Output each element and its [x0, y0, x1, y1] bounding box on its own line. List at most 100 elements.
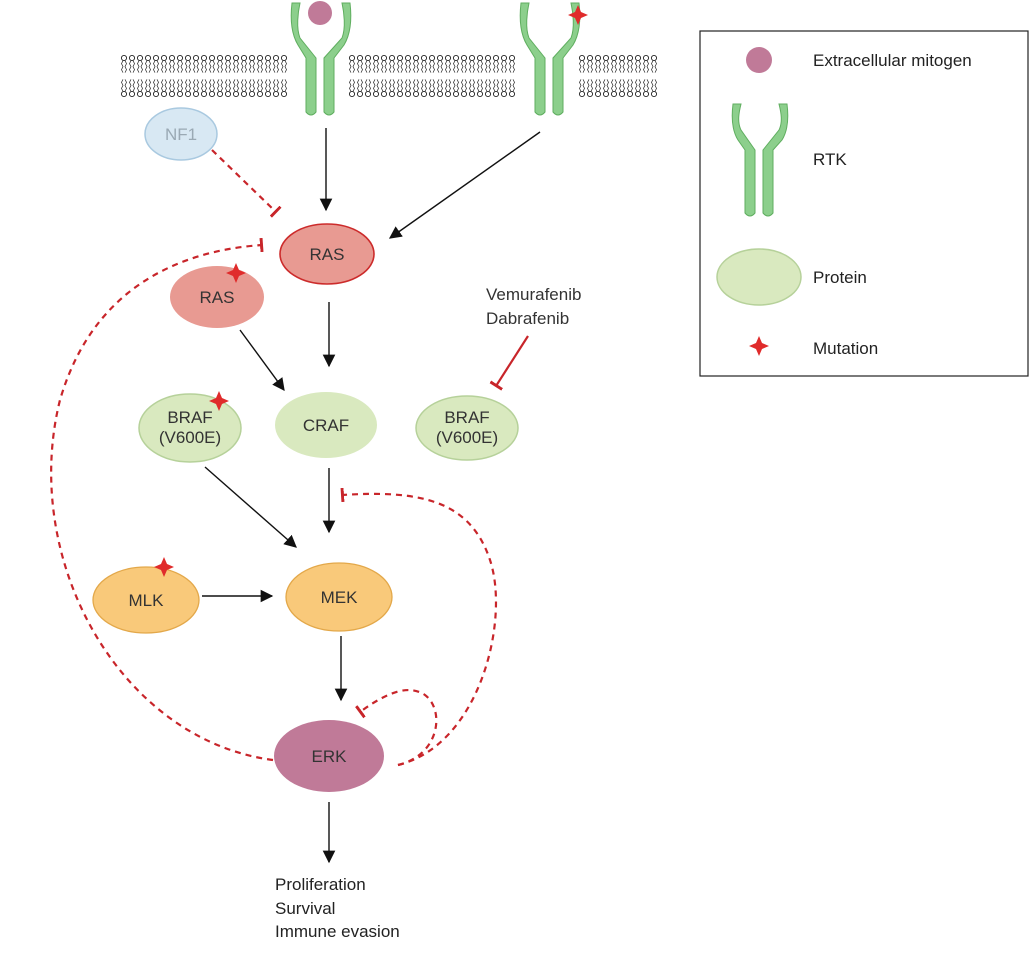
- node-braf-mutant-label-1: BRAF: [167, 408, 212, 427]
- mutation-star-icon: [154, 557, 174, 577]
- lipid-molecule: [452, 78, 460, 98]
- lipid-molecule: [508, 78, 516, 98]
- lipid-molecule: [144, 78, 152, 98]
- legend-label-rtk: RTK: [813, 150, 847, 169]
- legend-label-mutation: Mutation: [813, 339, 878, 358]
- node-mek: MEK: [285, 562, 393, 632]
- lipid-molecule: [120, 54, 128, 74]
- activation-arrows: [202, 128, 541, 864]
- lipid-molecule: [444, 54, 452, 74]
- lipid-molecule: [436, 78, 444, 98]
- lipid-molecule: [192, 78, 200, 98]
- lipid-molecule: [152, 78, 160, 98]
- lipid-molecule: [120, 78, 128, 98]
- lipid-molecule: [168, 54, 176, 74]
- lipid-molecule: [626, 78, 634, 98]
- node-braf-mutant-label-2: (V600E): [159, 428, 221, 447]
- node-craf-label: CRAF: [303, 416, 349, 435]
- node-mlk-label: MLK: [129, 591, 165, 610]
- mutation-star-icon: [568, 5, 588, 25]
- rtk-icon: [731, 103, 789, 217]
- lipid-molecule: [160, 78, 168, 98]
- lipid-molecule: [476, 54, 484, 74]
- lipid-molecule: [610, 78, 618, 98]
- outcome-labels: Proliferation Survival Immune evasion: [275, 875, 400, 941]
- lipid-molecule: [280, 54, 288, 74]
- lipid-molecule: [264, 78, 272, 98]
- lipid-molecule: [128, 78, 136, 98]
- lipid-molecule: [240, 78, 248, 98]
- lipid-molecule: [594, 54, 602, 74]
- lipid-molecule: [484, 54, 492, 74]
- lipid-molecule: [348, 78, 356, 98]
- lipid-molecule: [650, 78, 658, 98]
- lipid-molecule: [586, 78, 594, 98]
- lipid-molecule: [492, 78, 500, 98]
- lipid-molecule: [420, 54, 428, 74]
- lipid-molecule: [356, 54, 364, 74]
- node-ras-mutant: RAS: [170, 263, 264, 328]
- lipid-molecule: [578, 78, 586, 98]
- lipid-molecule: [232, 54, 240, 74]
- node-erk: ERK: [274, 720, 384, 792]
- lipid-molecule: [396, 54, 404, 74]
- node-braf-mutant: BRAF (V600E): [138, 391, 242, 463]
- inhibition-lines: [50, 149, 529, 767]
- mitogen-icon: [308, 1, 332, 25]
- lipid-molecule: [256, 54, 264, 74]
- lipid-molecule: [618, 78, 626, 98]
- lipid-molecule: [356, 78, 364, 98]
- lipid-molecule: [380, 54, 388, 74]
- lipid-molecule: [412, 54, 420, 74]
- lipid-molecule: [364, 78, 372, 98]
- node-nf1: NF1: [144, 107, 218, 161]
- lipid-molecule: [500, 54, 508, 74]
- node-braf-inhibited-label-1: BRAF: [444, 408, 489, 427]
- lipid-molecule: [232, 78, 240, 98]
- lipid-molecule: [412, 78, 420, 98]
- lipid-molecule: [380, 78, 388, 98]
- node-ras-label: RAS: [310, 245, 345, 264]
- lipid-molecule: [144, 54, 152, 74]
- lipid-molecule: [420, 78, 428, 98]
- lipid-molecule: [618, 54, 626, 74]
- drug-vemurafenib: Vemurafenib: [486, 285, 581, 304]
- lipid-molecule: [634, 78, 642, 98]
- drug-dabrafenib: Dabrafenib: [486, 309, 569, 328]
- lipid-molecule: [224, 54, 232, 74]
- outcome-immune-evasion: Immune evasion: [275, 922, 400, 941]
- lipid-molecule: [396, 78, 404, 98]
- lipid-molecule: [508, 54, 516, 74]
- mutation-star-icon: [209, 391, 229, 411]
- lipid-molecule: [602, 78, 610, 98]
- lipid-molecule: [208, 54, 216, 74]
- lipid-molecule: [500, 78, 508, 98]
- protein-icon: [716, 248, 802, 306]
- lipid-molecule: [444, 78, 452, 98]
- lipid-molecule: [610, 54, 618, 74]
- lipid-molecule: [200, 78, 208, 98]
- lipid-molecule: [168, 78, 176, 98]
- node-nf1-label: NF1: [165, 125, 197, 144]
- lipid-molecule: [372, 78, 380, 98]
- node-mlk: MLK: [92, 557, 200, 634]
- lipid-molecule: [428, 54, 436, 74]
- legend: Extracellular mitogen RTK Protein Mutati…: [699, 30, 1029, 377]
- rtk-receptor-1: [290, 1, 352, 116]
- lipid-molecule: [602, 54, 610, 74]
- lipid-molecule: [280, 78, 288, 98]
- lipid-molecule: [160, 54, 168, 74]
- node-braf-inhibited: BRAF (V600E): [415, 395, 519, 461]
- mutation-star-icon: [749, 336, 769, 356]
- lipid-molecule: [176, 54, 184, 74]
- outcome-proliferation: Proliferation: [275, 875, 366, 894]
- lipid-molecule: [476, 78, 484, 98]
- mitogen-icon: [746, 47, 772, 73]
- lipid-molecule: [184, 78, 192, 98]
- lipid-molecule: [468, 78, 476, 98]
- lipid-molecule: [200, 54, 208, 74]
- outcome-survival: Survival: [275, 899, 335, 918]
- lipid-molecule: [594, 78, 602, 98]
- lipid-molecule: [240, 54, 248, 74]
